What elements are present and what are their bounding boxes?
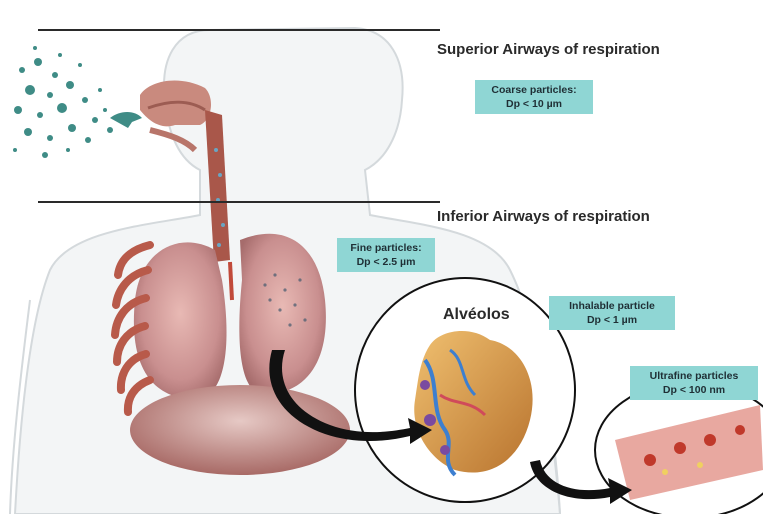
fine-particles-callout: Fine particles: Dp < 2.5 µm — [337, 238, 435, 272]
coarse-particles-size: Dp < 10 µm — [481, 97, 587, 111]
ultrafine-particles-size: Dp < 100 nm — [636, 383, 752, 397]
coarse-particles-callout: Coarse particles: Dp < 10 µm — [475, 80, 593, 114]
inhalable-particle-callout: Inhalable particle Dp < 1 µm — [549, 296, 675, 330]
particle-cloud — [13, 46, 113, 158]
ultrafine-particles-callout: Ultrafine particles Dp < 100 nm — [630, 366, 758, 400]
inhalable-particle-size: Dp < 1 µm — [555, 313, 669, 327]
inferior-airways-title: Inferior Airways of respiration — [437, 208, 650, 225]
inhaled-stream — [110, 112, 142, 128]
inhalable-particle-label: Inhalable particle — [555, 299, 669, 313]
ultrafine-particles-label: Ultrafine particles — [636, 369, 752, 383]
fine-particles-label: Fine particles: — [343, 241, 429, 255]
coarse-particles-label: Coarse particles: — [481, 83, 587, 97]
fine-particles-size: Dp < 2.5 µm — [343, 255, 429, 269]
superior-airways-title: Superior Airways of respiration — [437, 41, 660, 58]
alveolos-label: Alvéolos — [443, 306, 510, 324]
